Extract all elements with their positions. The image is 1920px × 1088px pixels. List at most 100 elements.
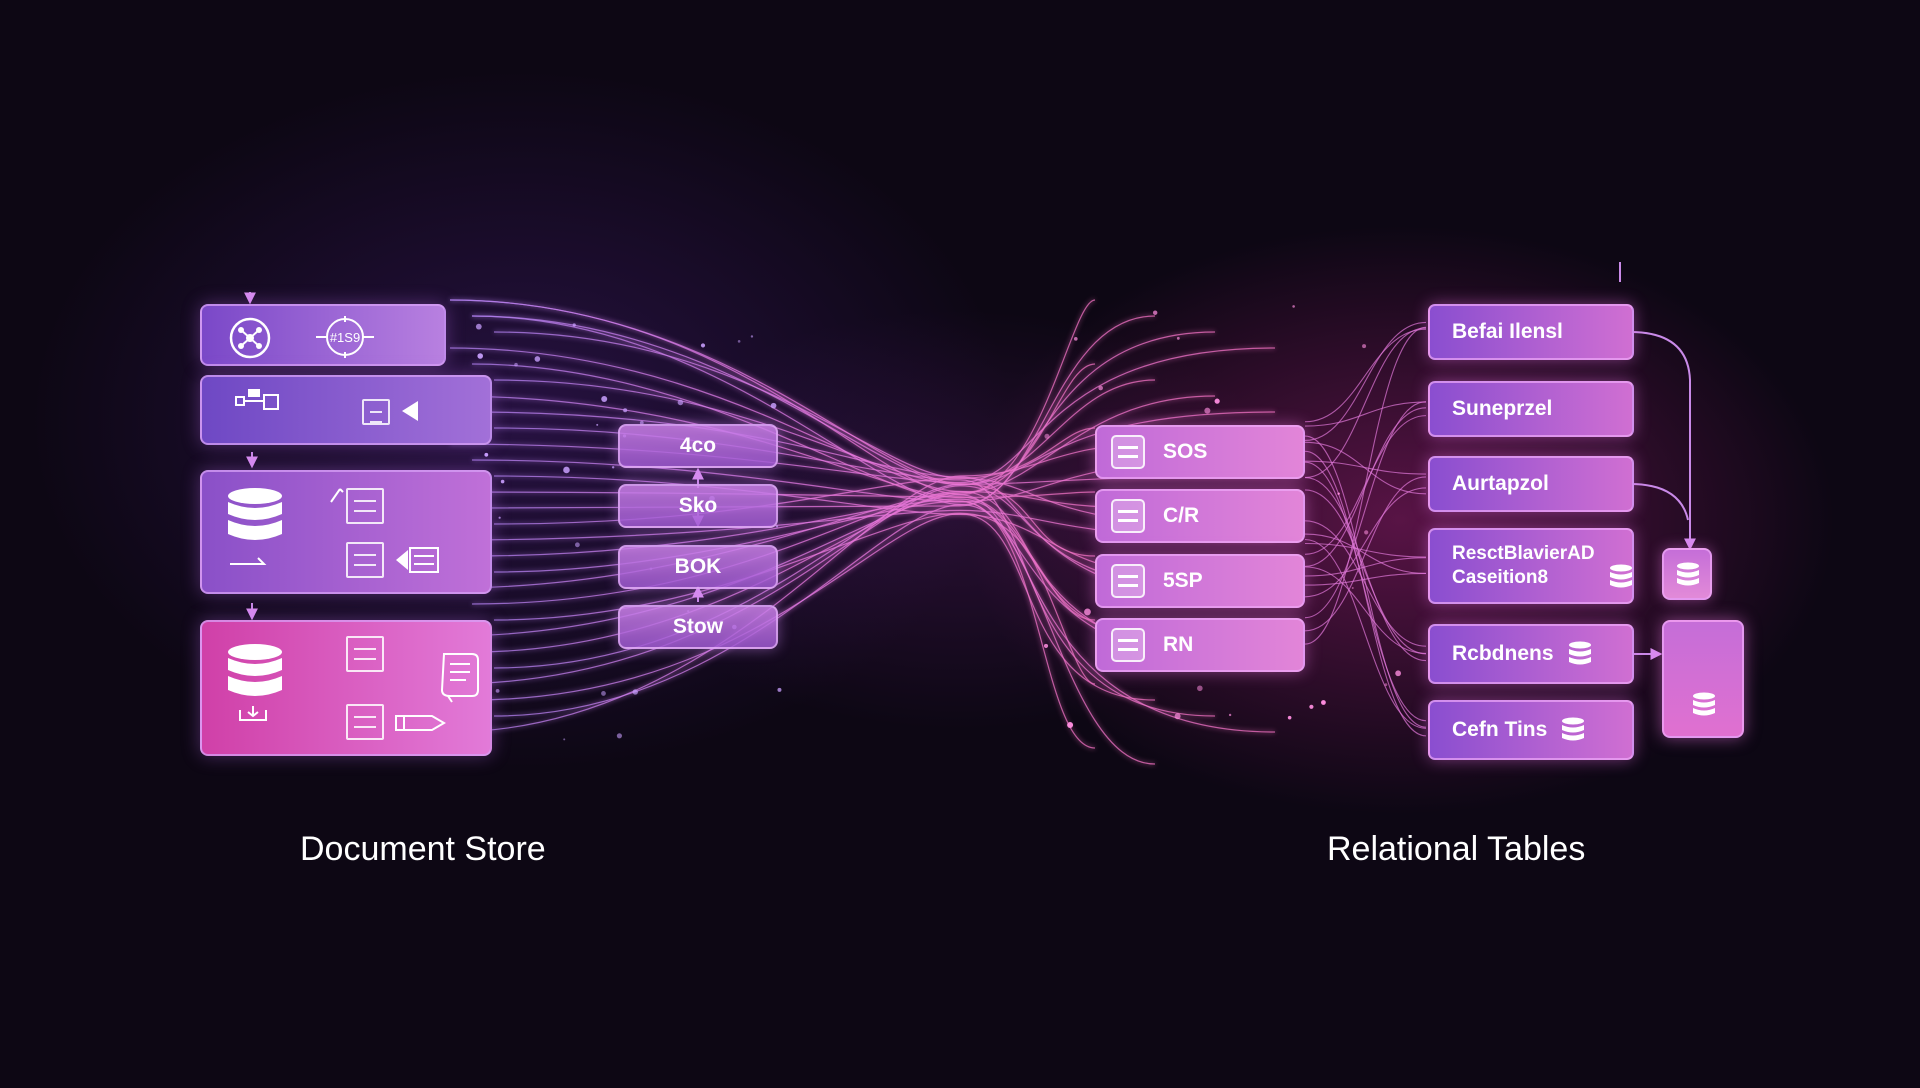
link-icon	[230, 557, 267, 565]
table-icon	[1111, 564, 1145, 598]
flow-strand	[493, 512, 1096, 621]
table-icon	[1111, 435, 1145, 469]
particle	[1364, 530, 1369, 535]
table-label: Aurtapzol	[1452, 472, 1549, 495]
flow-strand	[1304, 487, 1427, 598]
particle	[1214, 398, 1220, 404]
particle	[639, 420, 644, 425]
flow-strand	[1304, 327, 1427, 479]
particle	[601, 395, 608, 402]
edit-icon	[330, 488, 344, 503]
table-node-2[interactable]: Suneprzel	[1428, 381, 1634, 437]
document-icon	[362, 399, 390, 425]
flow-strand	[1304, 460, 1427, 475]
particle	[611, 466, 615, 469]
particle	[1395, 670, 1402, 677]
table-node-5[interactable]: Rcbdnens	[1428, 624, 1634, 684]
arrow-left-icon	[402, 401, 418, 421]
flow-strand	[1304, 489, 1427, 655]
middle-right-label: RN	[1163, 633, 1194, 656]
particle	[1321, 700, 1326, 705]
flow-strand	[1304, 566, 1427, 654]
source-node-1[interactable]: #1S9	[200, 304, 446, 366]
pen-icon	[395, 715, 446, 731]
document-icon	[346, 488, 384, 524]
database-icon	[1693, 692, 1715, 716]
flow-strand	[1304, 538, 1427, 729]
middle-right-node-3[interactable]: 5SP	[1095, 554, 1305, 608]
flow-strand	[1304, 520, 1427, 647]
middle-right-node-4[interactable]: RN	[1095, 618, 1305, 672]
particle	[1073, 337, 1078, 341]
particle	[737, 340, 741, 343]
middle-right-node-1[interactable]: SOS	[1095, 425, 1305, 479]
particle	[1098, 385, 1103, 391]
flow-strand	[1304, 401, 1427, 619]
flow-strand	[471, 315, 1276, 669]
flow-strand	[449, 443, 1156, 733]
middle-right-node-2[interactable]: C/R	[1095, 489, 1305, 543]
flow-strand	[471, 513, 1156, 701]
particle	[1084, 608, 1091, 616]
middle-left-node-4[interactable]: Stow	[618, 605, 778, 649]
document-arrow-icon	[396, 547, 439, 573]
particle	[1176, 336, 1180, 340]
source-node-2[interactable]	[200, 375, 492, 445]
flow-strand	[1304, 321, 1427, 441]
source-node-4[interactable]	[200, 620, 492, 756]
particle	[700, 343, 706, 348]
aggregate-db-node-large[interactable]	[1662, 620, 1744, 738]
table-label: Rcbdnens	[1452, 642, 1554, 665]
table-node-6[interactable]: Cefn Tins	[1428, 700, 1634, 760]
particle	[1292, 305, 1295, 308]
table-icon	[1111, 628, 1145, 662]
table-node-3[interactable]: Aurtapzol	[1428, 456, 1634, 512]
particle	[1174, 713, 1181, 720]
table-node-1[interactable]: Befai Ilensl	[1428, 304, 1634, 360]
particle	[601, 691, 606, 696]
flow-strand	[449, 442, 1156, 734]
document-icon	[346, 704, 384, 740]
particle	[1152, 310, 1158, 315]
database-icon	[1568, 641, 1591, 665]
particle	[477, 353, 484, 359]
particle	[572, 323, 576, 327]
particle	[1067, 722, 1074, 729]
table-node-4[interactable]: ResctBlavierAD Caseition8	[1428, 528, 1634, 604]
particle	[495, 688, 500, 693]
flow-strand	[1304, 476, 1427, 662]
flow-strand	[1304, 401, 1427, 427]
flow-strand	[449, 299, 1096, 557]
flow-strand	[1304, 557, 1427, 577]
particle	[563, 466, 570, 474]
source-node-3[interactable]	[200, 470, 492, 594]
table-label-line2: Caseition8	[1452, 567, 1549, 588]
table-label-line1: ResctBlavierAD	[1452, 543, 1595, 564]
flowchart-icon	[235, 389, 279, 410]
particle	[534, 356, 541, 362]
flow-strand	[1304, 476, 1427, 632]
database-icon	[1677, 562, 1699, 586]
flow-strand	[449, 494, 1276, 733]
particle	[1044, 433, 1050, 439]
middle-left-node-3[interactable]: BOK	[618, 545, 778, 589]
relational-tables-title: Relational Tables	[1327, 830, 1586, 868]
table-label: Suneprzel	[1452, 397, 1553, 420]
flow-strand	[1304, 435, 1427, 728]
particle	[563, 738, 566, 741]
document-icon	[346, 636, 384, 672]
particle	[1309, 704, 1314, 709]
particle	[623, 408, 628, 413]
particle	[770, 402, 777, 409]
middle-left-node-2[interactable]: Sko	[618, 484, 778, 528]
table-label: Befai Ilensl	[1452, 320, 1563, 343]
particle	[1204, 407, 1211, 414]
flow-strand	[471, 363, 1096, 749]
particle	[498, 516, 501, 519]
target-badge-text: #1S9	[330, 330, 360, 345]
particle	[1043, 643, 1049, 649]
middle-left-node-1[interactable]: 4co	[618, 424, 778, 468]
particle	[514, 362, 518, 367]
aggregate-db-node-small[interactable]	[1662, 548, 1712, 600]
target-icon: #1S9	[316, 316, 374, 358]
